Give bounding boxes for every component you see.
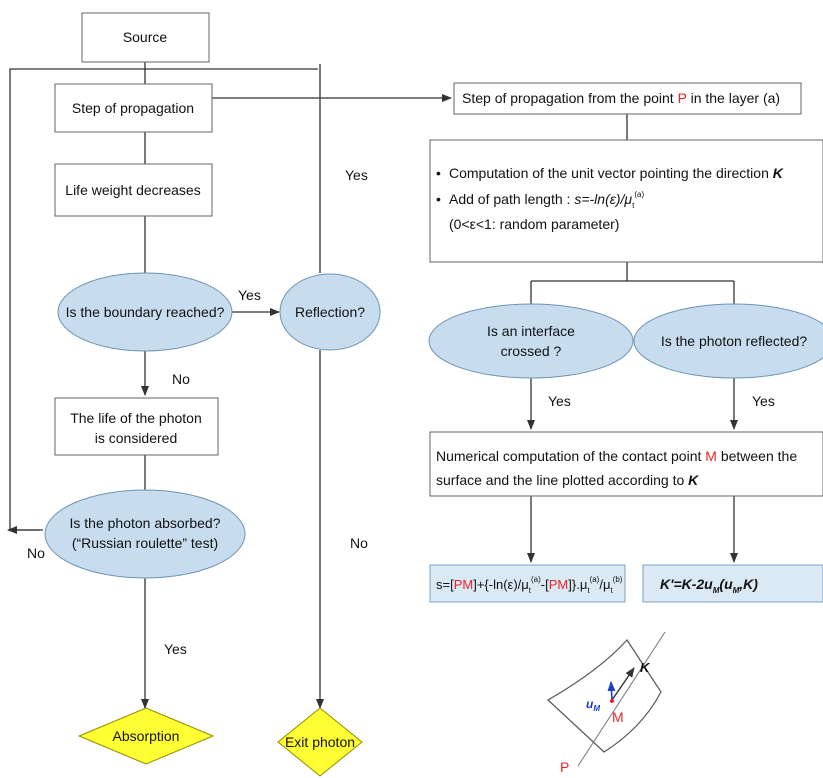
reflection-decision: Reflection? [279,273,381,351]
step-label: Step of propagation [72,100,194,116]
life-weight-box: Life weight decreases [54,163,213,217]
reflection-geometry-figure: uM K M P [546,631,666,775]
absorbed-decision: Is the photon absorbed? (“Russian roulet… [44,489,246,579]
boundary-label: Is the boundary reached? [66,304,225,320]
reflected-decision: Is the photon reflected? [633,303,823,379]
interface-surface [546,639,662,753]
contact-point-box: Numerical computation of the contact poi… [429,431,823,497]
absorbed-line1: Is the photon absorbed? [69,515,220,531]
contact-point-label: M [612,709,624,725]
contact-line1: Numerical computation of the contact poi… [436,448,797,464]
absorbed-yes-label: Yes [164,641,187,657]
bullet-2: • [436,191,441,207]
reflection-yes-label: Yes [345,167,368,183]
contact-point-dot [610,699,614,703]
absorption-terminal: Absorption [77,707,215,765]
exit-photon-label: Exit photon [285,734,355,750]
source-label: Source [123,29,168,45]
left-connectors [7,62,452,709]
step-from-p-label: Step of propagation from the point P in … [462,90,780,106]
interface-line2: crossed ? [501,343,562,359]
reflected-label: Is the photon reflected? [661,333,808,349]
random-param-label: (0<ε<1: random parameter) [449,216,619,232]
photon-life-line1: The life of the photon [70,410,202,426]
source-box: Source [81,12,210,63]
distance-formula: s=[PM]+{-ln(ε)/μt(a)-[PM]}.μt(a)/μt(b) [436,575,623,595]
photon-life-line2: is considered [95,430,178,446]
life-weight-label: Life weight decreases [65,182,200,198]
reflection-formula-box: K'=K-2uM(uM,K) [642,564,823,603]
photon-life-box: The life of the photon is considered [54,397,219,456]
interface-yes-label: Yes [548,393,571,409]
contact-line2: surface and the line plotted according t… [436,472,699,488]
computation-box: • Computation of the unit vector pointin… [429,139,823,263]
reflection-no-label: No [350,535,368,551]
interface-decision: Is an interface crossed ? [428,303,634,379]
step-box: Step of propagation [54,83,213,133]
k-vector-arrow [611,667,635,701]
interface-line1: Is an interface [487,323,575,339]
reflected-yes-label: Yes [752,393,775,409]
normal-vector-label: uM [586,697,600,713]
bullet-1: • [436,165,441,181]
path-length-label: Add of path length : s=-ln(ε)/μt(a) [449,190,644,210]
normal-vector-arrow [607,681,616,702]
boundary-decision: Is the boundary reached? [57,272,233,352]
point-p-label: P [560,759,569,775]
right-connectors [527,114,738,563]
step-from-p-box: Step of propagation from the point P in … [453,82,802,115]
exit-photon-terminal: Exit photon [277,707,363,777]
absorbed-no-label: No [27,545,45,561]
incident-line [577,631,666,767]
k-vector-label: K [640,660,651,675]
unit-vector-label: Computation of the unit vector pointing … [449,165,784,181]
boundary-yes-label: Yes [238,287,261,303]
absorption-label: Absorption [113,728,180,744]
boundary-no-label: No [172,371,190,387]
reflection-label: Reflection? [295,304,365,320]
absorbed-line2: (“Russian roulette” test) [72,535,218,551]
reflection-formula: K'=K-2uM(uM,K) [660,576,758,595]
distance-formula-box: s=[PM]+{-ln(ε)/μt(a)-[PM]}.μt(a)/μt(b) [429,564,626,603]
